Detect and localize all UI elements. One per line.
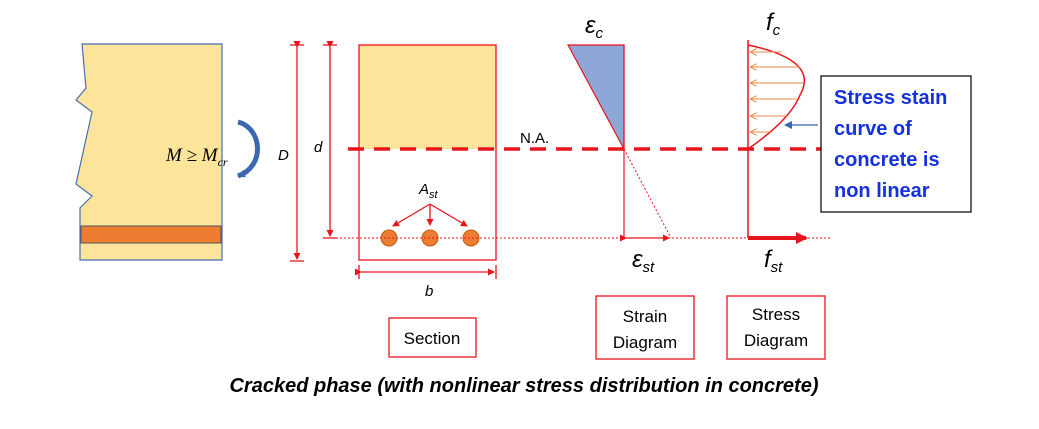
eps-c-sub: c — [596, 25, 604, 42]
stress-label-box: Stress Diagram — [726, 295, 826, 360]
label-d: d — [314, 139, 323, 156]
moment-arrow-icon — [236, 119, 260, 179]
callout-line-4: non linear — [834, 180, 930, 202]
strain-diagram: εc εst — [566, 12, 672, 276]
neutral-axis-label: N.A. — [520, 130, 549, 147]
moment-label: M ≥ Mcr — [165, 145, 228, 169]
callout: Stress stain curve of concrete is non li… — [784, 75, 972, 213]
callout-line-2: curve of — [834, 118, 912, 140]
eps-c-label: εc — [585, 12, 604, 42]
label-b: b — [425, 283, 433, 300]
strain-compression-triangle — [566, 44, 625, 150]
fc-sub: c — [773, 22, 781, 39]
fc-label: fc — [766, 9, 781, 39]
eps-c-main: ε — [585, 12, 596, 39]
callout-line-3: concrete is — [834, 149, 940, 171]
stress-box-line-1: Stress — [752, 305, 800, 324]
fst-label: fst — [764, 246, 783, 276]
strain-tension-line — [623, 148, 672, 239]
strain-label-box: Strain Diagram — [595, 295, 695, 360]
moment-subscript: cr — [218, 155, 228, 169]
strain-box-line-2: Diagram — [613, 333, 677, 352]
stress-diagram: fc fst — [747, 9, 808, 276]
callout-box — [820, 75, 972, 213]
section-box-label: Section — [404, 329, 461, 348]
stress-box-line-2: Diagram — [744, 331, 808, 350]
eps-st-main: ε — [632, 246, 643, 273]
label-D: D — [278, 147, 289, 164]
eps-st-label: εst — [632, 246, 655, 276]
stress-curve — [747, 44, 806, 150]
section-outline — [358, 44, 497, 261]
section-compression-zone — [359, 45, 496, 149]
section: D d Ast b — [278, 41, 497, 300]
rebar-3 — [462, 229, 480, 247]
section-label-box: Section — [388, 317, 477, 358]
fc-main: f — [766, 9, 775, 36]
Ast-sub: st — [429, 189, 439, 201]
strain-box-line-1: Strain — [623, 307, 667, 326]
beam-rebar — [80, 225, 222, 244]
eps-st-sub: st — [643, 259, 656, 276]
beam-elevation: M ≥ Mcr — [75, 43, 260, 261]
beam-body — [75, 43, 223, 261]
label-Ast: Ast — [418, 181, 439, 201]
moment-text: M ≥ M — [165, 145, 219, 166]
fst-sub: st — [771, 259, 784, 276]
callout-line-1: Stress stain — [834, 87, 947, 109]
fst-main: f — [764, 246, 773, 273]
caption: Cracked phase (with nonlinear stress dis… — [229, 375, 818, 397]
Ast-main: A — [418, 181, 429, 198]
